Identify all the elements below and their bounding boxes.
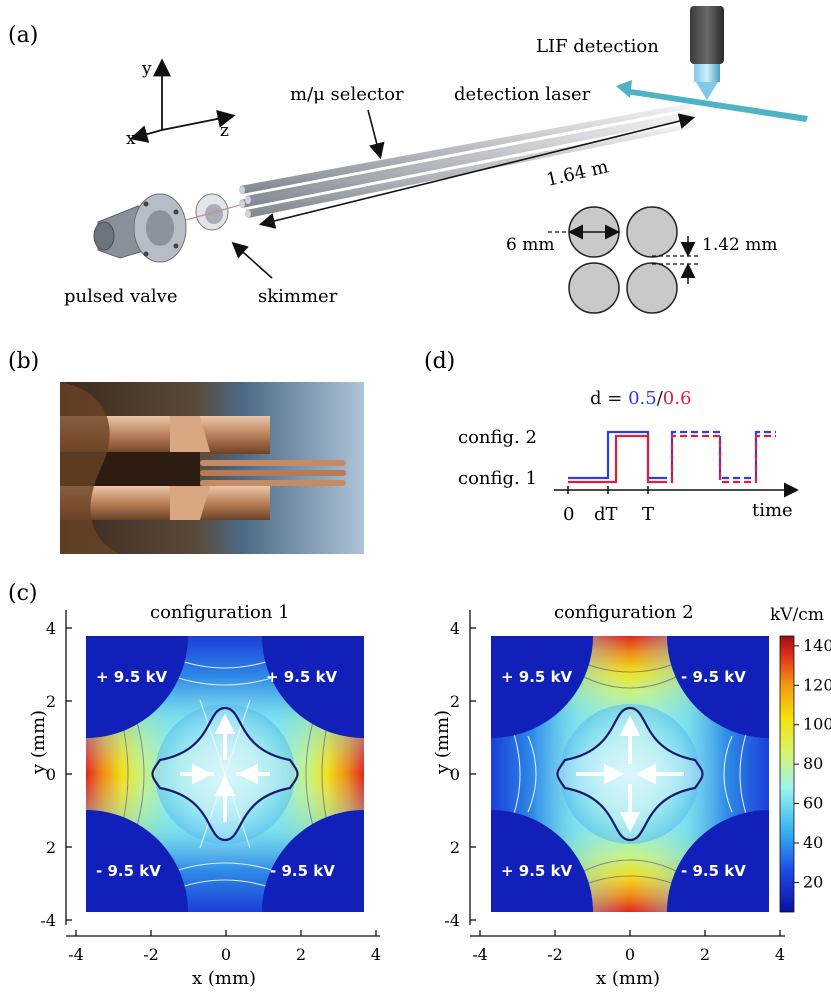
panel-b-label: (b): [8, 349, 39, 374]
gap-label: 1.42 mm: [702, 235, 778, 255]
c2-xtick-3: 2: [700, 945, 710, 964]
colorbar-tick-3: 80: [803, 754, 823, 773]
time-tick-T: T: [642, 504, 654, 525]
panel-d: (d) d = 0.5/0.6 config. 2 config. 1 0 dT…: [424, 349, 799, 525]
duty-slash: /: [657, 388, 664, 409]
panel-c: (c): [8, 581, 831, 989]
c1-ytick-2: 0: [46, 765, 56, 784]
c2-ytick-1: 2: [450, 692, 460, 711]
duty-series-0.5-dashed: [660, 430, 776, 480]
c1-voltage-br: - 9.5 kV: [270, 862, 335, 880]
selector-photo: [60, 382, 364, 554]
pulsed-valve-label: pulsed valve: [64, 286, 177, 307]
c1-title: configuration 1: [150, 602, 290, 623]
time-axis-label: time: [752, 500, 793, 521]
c2-axes: [469, 610, 785, 937]
field-map-config2: [491, 636, 769, 912]
c1-xtick-2: 0: [221, 945, 231, 964]
length-label: 1.64 m: [544, 156, 610, 191]
c2-xtick-4: 4: [775, 945, 785, 964]
panel-d-label: (d): [424, 349, 455, 374]
c1-xtick-0: -4: [68, 945, 84, 964]
c2-ytick-4: -4: [444, 911, 460, 930]
c2-xtick-0: -4: [472, 945, 488, 964]
colorbar-tick-6: 20: [803, 872, 823, 891]
c2-voltage-br: - 9.5 kV: [681, 862, 746, 880]
axis-label-y: y: [141, 59, 152, 79]
c1-ylabel: y (mm): [28, 710, 49, 775]
panel-a: (a) y x z: [8, 6, 808, 314]
panel-a-label: (a): [8, 23, 38, 48]
duty-series-0.6-dashed: [660, 434, 776, 484]
c1-voltage-bl: - 9.5 kV: [96, 862, 161, 880]
colorbar: [779, 635, 795, 913]
lif-detection-label: LIF detection: [536, 36, 659, 57]
colorbar-tick-2: 100: [803, 715, 831, 734]
duty-series-0.5-solid: [568, 430, 660, 480]
c1-ytick-0: 4: [46, 619, 56, 638]
colorbar-tick-4: 60: [803, 794, 823, 813]
c2-xtick-2: 0: [625, 945, 635, 964]
rod-cross-section: [568, 206, 678, 314]
c1-xtick-3: 2: [296, 945, 306, 964]
c2-ytick-2: 0: [450, 765, 460, 784]
panel-c-label: (c): [8, 581, 38, 606]
colorbar-tick-5: 40: [803, 833, 823, 852]
colorbar-ticks: 140 120 100 80 60 40 20: [794, 636, 831, 891]
c1-voltage-tl: + 9.5 kV: [96, 668, 168, 686]
detection-laser-label: detection laser: [454, 84, 591, 105]
detection-laser-graphic: [616, 80, 808, 122]
selector-pointer-arrow: [367, 109, 385, 160]
c1-ytick-4: -4: [40, 911, 56, 930]
selector-label: m/μ selector: [290, 84, 404, 105]
skimmer-graphic: [195, 193, 229, 231]
pulsed-valve-graphic: [93, 193, 187, 263]
selector-rods: [239, 103, 696, 218]
config2-label: config. 2: [458, 427, 537, 448]
c1-xtick-4: 4: [371, 945, 381, 964]
c2-ticks: -4 -2 0 2 4 4 2 0 2 -4: [444, 619, 785, 964]
duty-series-0.6-solid: [568, 434, 660, 484]
c2-ylabel: y (mm): [432, 710, 453, 775]
duty-cycle-title: d = 0.5/0.6: [590, 388, 691, 409]
panel-b: (b): [8, 349, 364, 554]
colorbar-unit: kV/cm: [770, 605, 824, 625]
lif-camera-graphic: [690, 6, 724, 100]
skimmer-label: skimmer: [258, 286, 338, 307]
c2-title: configuration 2: [554, 602, 694, 623]
molecular-beam: [185, 204, 241, 221]
c1-xlabel: x (mm): [192, 968, 256, 989]
c2-xlabel: x (mm): [596, 968, 660, 989]
c2-ytick-3: 2: [450, 838, 460, 857]
axis-label-z: z: [220, 121, 229, 141]
duty-cycle-plot: [568, 430, 776, 484]
duty-title-prefix: d =: [590, 388, 628, 409]
c2-voltage-tr: - 9.5 kV: [681, 668, 746, 686]
time-tick-0: 0: [563, 504, 574, 525]
field-map-config1: [86, 636, 364, 912]
c2-voltage-bl: + 9.5 kV: [501, 862, 573, 880]
config1-label: config. 1: [458, 468, 537, 489]
c1-xtick-1: -2: [143, 945, 159, 964]
duty-blue-value: 0.5: [628, 388, 657, 409]
colorbar-tick-0: 140: [803, 636, 831, 655]
axis-label-x: x: [126, 129, 136, 149]
time-tick-dT: dT: [594, 504, 618, 525]
c1-ytick-1: 2: [46, 692, 56, 711]
length-arrow: [258, 113, 696, 229]
c1-ticks: -4 -2 0 2 4 4 2 0 2 -4: [40, 619, 381, 964]
c1-ytick-3: 2: [46, 838, 56, 857]
c2-ytick-0: 4: [450, 619, 460, 638]
coordinate-axes: [129, 58, 236, 143]
skimmer-pointer-arrow: [231, 241, 273, 279]
c2-xtick-1: -2: [547, 945, 563, 964]
rod-diameter-label: 6 mm: [506, 235, 554, 255]
c1-axes: [65, 610, 380, 937]
c1-voltage-tr: + 9.5 kV: [266, 668, 338, 686]
colorbar-tick-1: 120: [803, 675, 831, 694]
c2-voltage-tl: + 9.5 kV: [501, 668, 573, 686]
duty-red-value: 0.6: [663, 388, 692, 409]
